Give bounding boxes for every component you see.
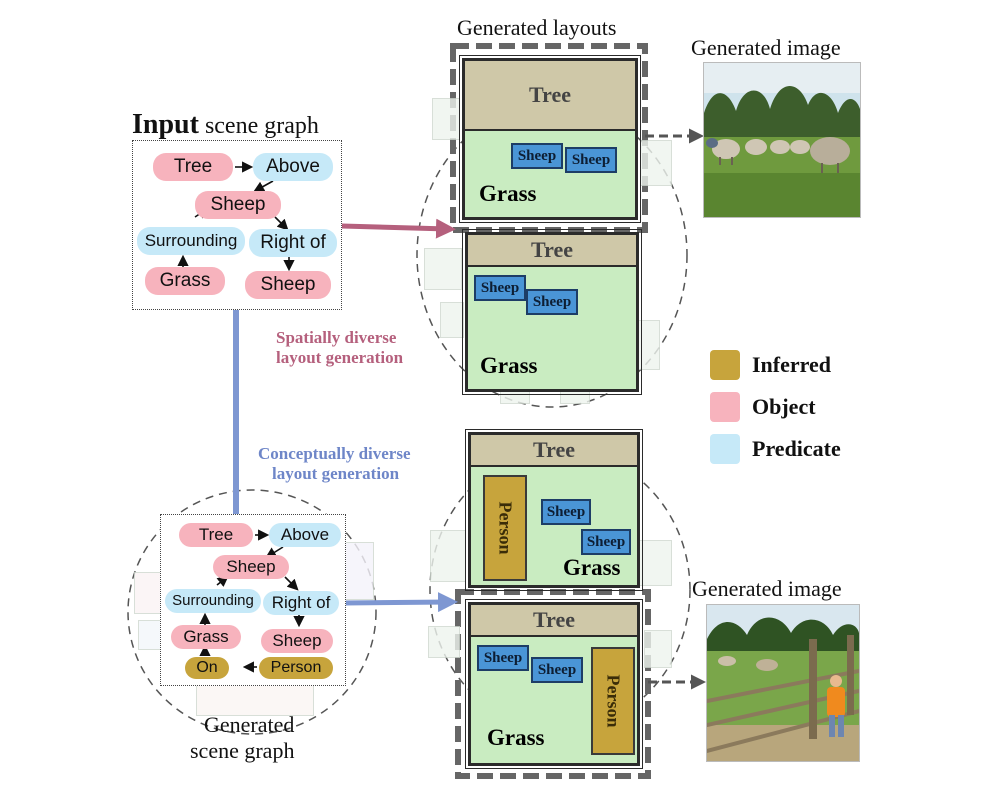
layout-grass-label: Grass bbox=[563, 555, 621, 580]
layout-sheep-box: Sheep bbox=[541, 499, 591, 525]
layout-tree-region: Tree bbox=[471, 605, 637, 637]
layout-4: Tree Sheep Sheep Person Grass bbox=[465, 599, 643, 769]
node-right-of: Right of bbox=[263, 591, 339, 615]
spatial-caption-line2: layout generation bbox=[276, 348, 404, 367]
legend-swatch-object bbox=[710, 392, 740, 422]
node-right-of: Right of bbox=[249, 229, 337, 257]
layout-person-box: Person bbox=[591, 647, 635, 755]
ghost-layout bbox=[644, 630, 672, 668]
generated-image-top bbox=[703, 62, 861, 218]
layout-tree-region: Tree bbox=[465, 61, 635, 131]
generated-layouts-heading: Generated layouts bbox=[457, 15, 617, 40]
ghost-layout bbox=[428, 626, 460, 658]
layout-sheep-box: Sheep bbox=[477, 645, 529, 671]
input-title-bold: Input bbox=[132, 109, 199, 140]
ghost-layout bbox=[636, 320, 660, 370]
ghost-scene-graph bbox=[134, 572, 162, 614]
layout-sheep-box: Sheep bbox=[565, 147, 617, 173]
layout-sheep-box: Sheep bbox=[581, 529, 631, 555]
node-above: Above bbox=[269, 523, 341, 547]
input-scene-graph: Tree Above Sheep Surrounding Right of Gr… bbox=[132, 140, 342, 310]
ghost-layout bbox=[440, 302, 464, 338]
node-sheep: Sheep bbox=[213, 555, 289, 579]
layout-3: Tree Person Sheep Sheep Grass bbox=[465, 429, 643, 591]
ghost-layout bbox=[634, 540, 672, 586]
layout-grass-label: Grass bbox=[480, 353, 538, 378]
layout-tree-region: Tree bbox=[471, 435, 637, 467]
ghost-layout bbox=[424, 248, 462, 290]
spatial-arrow bbox=[341, 218, 456, 239]
layout-grass-label: Grass bbox=[479, 181, 537, 206]
node-on: On bbox=[185, 657, 229, 679]
bottom-selected-frame bbox=[455, 589, 651, 779]
node-grass: Grass bbox=[145, 267, 225, 295]
legend-swatch-inferred bbox=[710, 350, 740, 380]
conceptual-caption-line1: Conceptually diverse bbox=[258, 444, 411, 463]
generated-scene-graph: Tree Above Sheep Surrounding Right of Gr… bbox=[160, 514, 346, 686]
layout-2: Tree Sheep Sheep Grass bbox=[462, 229, 642, 395]
node-sheep-2: Sheep bbox=[261, 629, 333, 653]
generated-scene-graph-label-line1: Generated bbox=[204, 712, 295, 737]
spatial-caption-line1: Spatially diverse bbox=[276, 328, 397, 347]
layout-1: Tree Sheep Sheep Grass bbox=[459, 55, 641, 223]
layout-sheep-box: Sheep bbox=[526, 289, 578, 315]
generated-image-heading-bottom: Generated image bbox=[692, 576, 842, 601]
layout-sheep-box: Sheep bbox=[531, 657, 583, 683]
node-tree: Tree bbox=[153, 153, 233, 181]
layout-tree-region: Tree bbox=[468, 235, 636, 267]
legend-label-inferred: Inferred bbox=[752, 352, 832, 377]
node-surrounding: Surrounding bbox=[165, 589, 261, 613]
layout-sheep-box: Sheep bbox=[511, 143, 563, 169]
generated-scene-graph-label-line2: scene graph bbox=[190, 738, 295, 763]
conceptual-caption-line2: layout generation bbox=[272, 464, 400, 483]
legend-swatch-predicate bbox=[710, 434, 740, 464]
layout-grass-label: Grass bbox=[487, 725, 545, 750]
ghost-scene-graph bbox=[138, 620, 162, 650]
legend-label-object: Object bbox=[752, 394, 816, 419]
generated-image-heading-top: Generated image bbox=[691, 35, 841, 60]
ghost-layout bbox=[432, 98, 460, 140]
generated-image-bottom bbox=[706, 604, 860, 762]
input-title-rest: scene graph bbox=[198, 113, 319, 139]
conceptual-arrow bbox=[343, 592, 458, 613]
node-sheep: Sheep bbox=[195, 191, 281, 219]
node-sheep-2: Sheep bbox=[245, 271, 331, 299]
ghost-layout bbox=[640, 140, 672, 186]
ghost-scene-graph bbox=[342, 542, 374, 600]
node-grass: Grass bbox=[171, 625, 241, 649]
input-scene-graph-title: Input scene graph bbox=[132, 109, 319, 141]
node-tree: Tree bbox=[179, 523, 253, 547]
node-surrounding: Surrounding bbox=[137, 227, 245, 255]
ghost-layout bbox=[430, 530, 466, 582]
input-graph-edges bbox=[177, 161, 295, 272]
node-person: Person bbox=[259, 657, 333, 679]
layout-sheep-box: Sheep bbox=[474, 275, 526, 301]
generated-graph-ellipse bbox=[127, 489, 377, 735]
layout-person-box: Person bbox=[483, 475, 527, 581]
node-above: Above bbox=[253, 153, 333, 181]
legend-label-predicate: Predicate bbox=[752, 436, 841, 461]
